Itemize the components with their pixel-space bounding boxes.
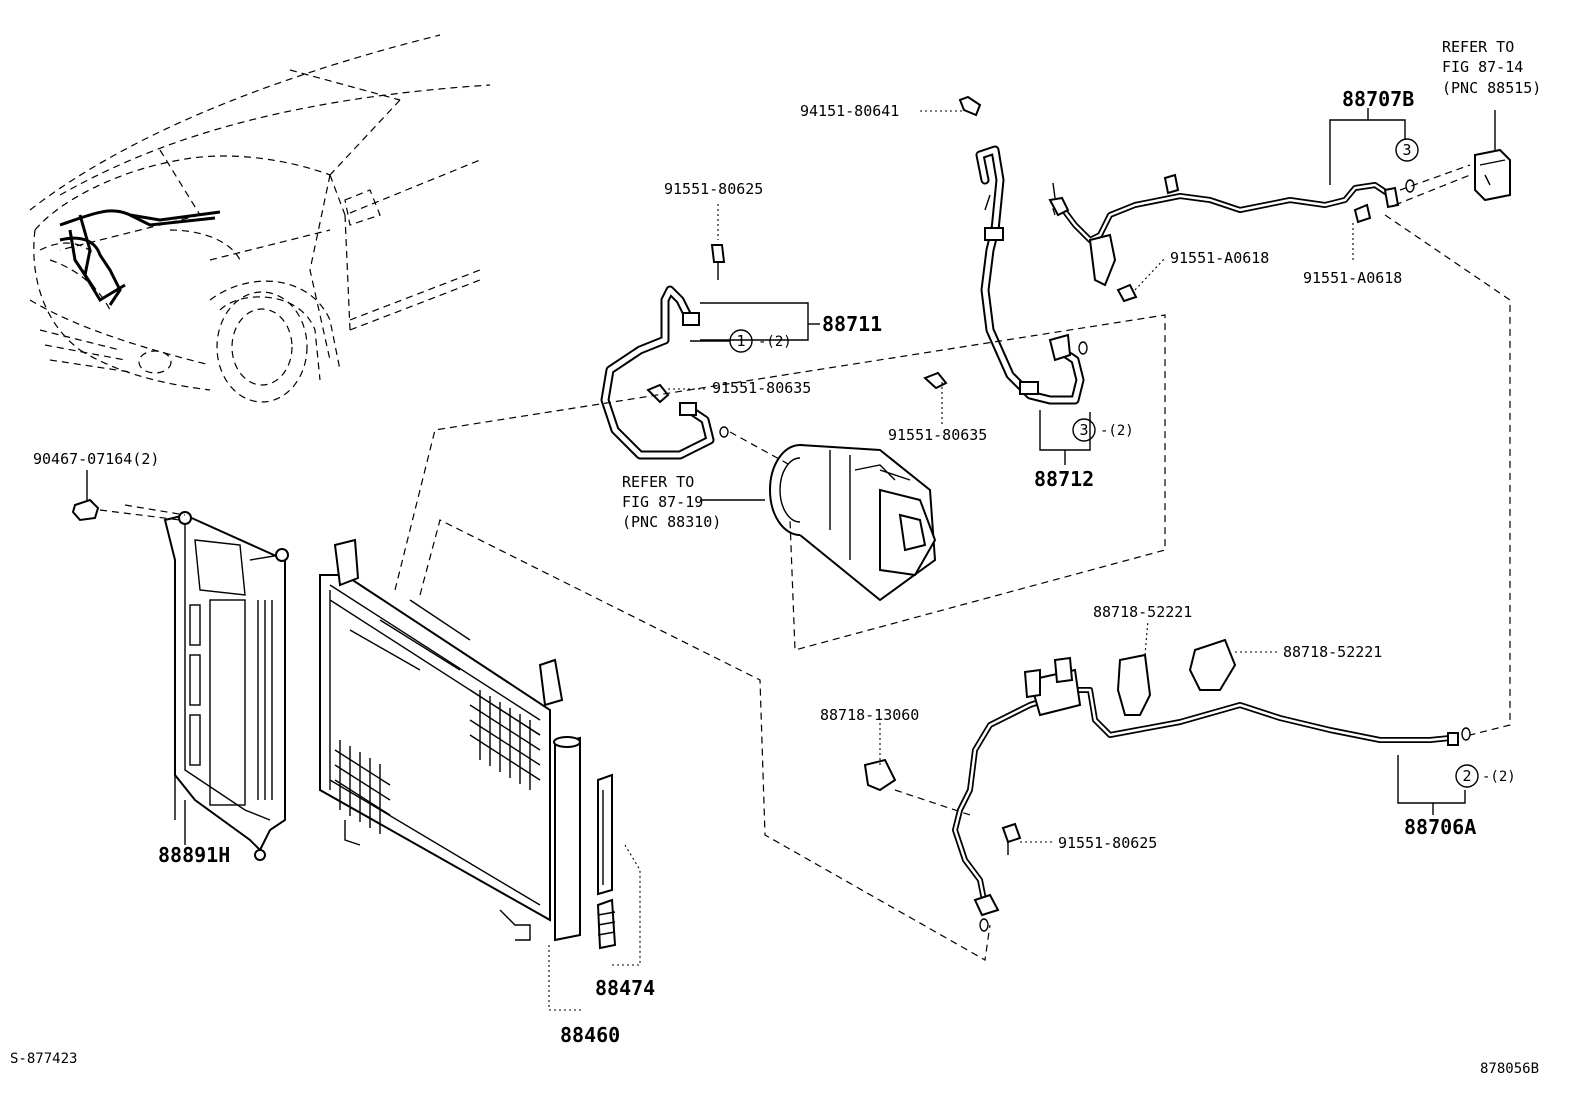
label-91551-a0618-right: 91551-A0618 [1303,269,1402,287]
label-88711: 88711 [822,312,882,336]
callout-2: 2 [1462,767,1471,785]
footer-right-code: 878056B [1480,1061,1539,1077]
label-88460: 88460 [560,1023,620,1047]
part-labels: 90467-07164(2) 88891H 88460 88474 91551-… [10,38,1541,1077]
label-88712: 88712 [1034,467,1094,491]
label-91551-a0618-left: 91551-A0618 [1170,249,1269,267]
label-88718-52221-b: 88718-52221 [1283,643,1382,661]
discharge-hose-88711 [600,244,729,460]
valve-ref-line2: FIG 87-14 [1442,58,1523,76]
tube-88707b [1048,173,1415,303]
callout-3b: 3 [1079,421,1088,439]
compressor-ref-line2: FIG 87-19 [622,493,703,511]
label-91551-80635-lower: 91551-80635 [888,426,987,444]
label-88706a: 88706A [1404,815,1476,839]
tube-88706a [863,638,1471,932]
condenser-88460 [319,538,617,950]
label-88707b: 88707B [1342,87,1414,111]
label-88718-13060: 88718-13060 [820,706,919,724]
label-91551-80635-mid: 91551-80635 [712,379,811,397]
expansion-valve [1394,110,1511,206]
qty-1: -(2) [758,334,792,350]
callouts: 1 -(2) 3 3 -(2) 2 -(2) [690,138,1516,788]
vehicle-outline [29,34,491,403]
label-91551-80625-top: 91551-80625 [664,180,763,198]
valve-ref-line3: (PNC 88515) [1442,79,1541,97]
label-88891h: 88891H [158,843,230,867]
fastener-90467 [71,470,186,522]
label-88474: 88474 [595,976,655,1000]
callout-3a: 3 [1402,141,1411,159]
label-90467-07164: 90467-07164(2) [33,450,159,468]
guide-lines [184,108,1511,1011]
label-94151-80641: 94151-80641 [800,102,899,120]
compressor-ref-line3: (PNC 88310) [622,513,721,531]
qty-3: -(2) [1100,423,1134,439]
footer-left-code: S-877423 [10,1051,77,1067]
label-91551-80625-lower: 91551-80625 [1058,834,1157,852]
compressor [729,431,937,602]
valve-ref-line1: REFER TO [1442,38,1514,56]
qty-2: -(2) [1482,769,1516,785]
suction-hose-88712 [923,95,1088,405]
callout-1: 1 [736,332,745,350]
fan-shroud-88891h [163,511,289,861]
label-88718-52221-a: 88718-52221 [1093,603,1192,621]
compressor-ref-line1: REFER TO [622,473,694,491]
